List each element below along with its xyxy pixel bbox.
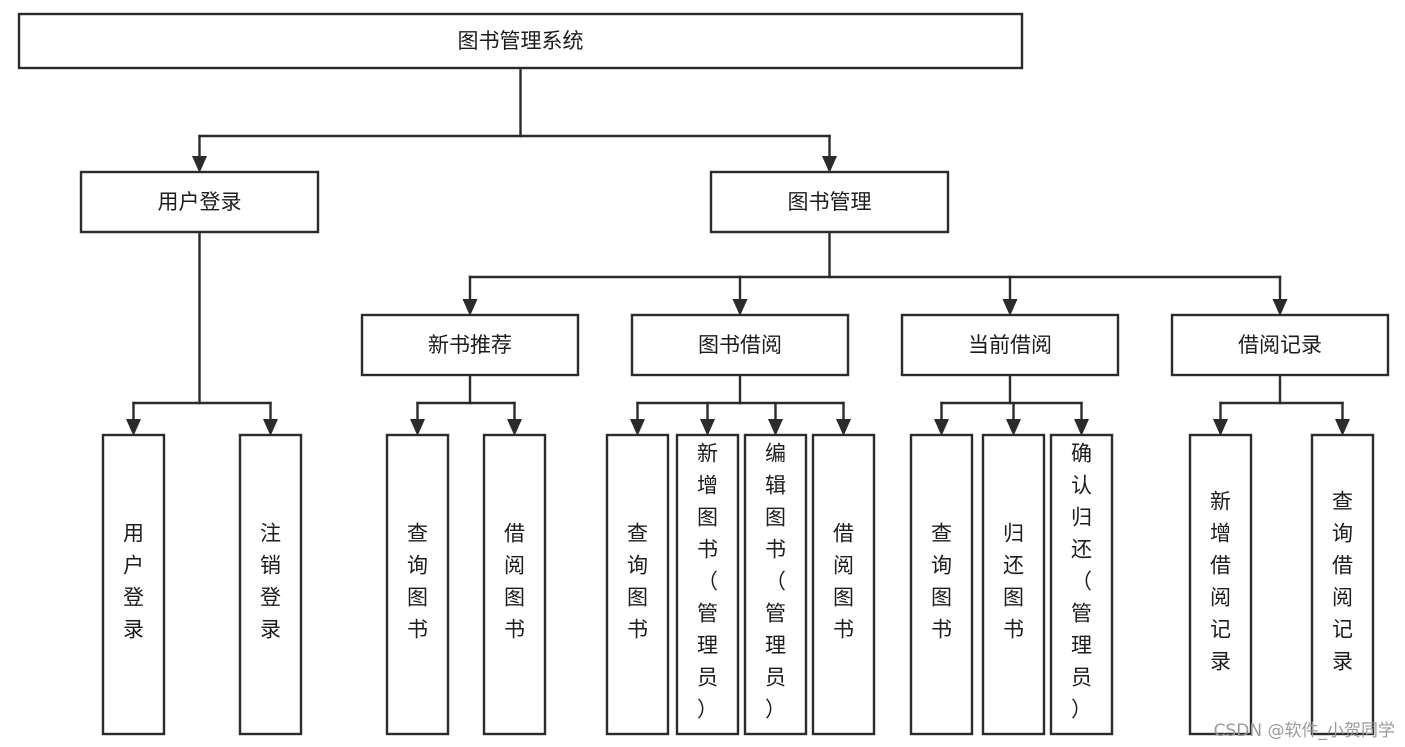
node-leaf-confirm-return-label: 确认归还（管理员）: [1071, 442, 1092, 722]
arrow-head-icon: [1272, 299, 1288, 316]
node-current-borrow-label: 当前借阅: [968, 333, 1052, 357]
node-leaf-return-book-box: [981, 433, 1046, 736]
node-user-login[interactable]: 用户登录: [79, 170, 320, 234]
node-leaf-logout-box: [238, 433, 303, 736]
node-leaf-confirm-return[interactable]: 确认归还（管理员）: [1049, 433, 1114, 736]
node-leaf-add-book-label: 新增图书（管理员）: [697, 442, 718, 722]
node-leaf-borrow-book-label: 借阅图书: [833, 522, 854, 642]
edge-recommend-to-leaves: [410, 373, 522, 436]
arrow-head-icon: [768, 419, 783, 436]
node-current-borrow[interactable]: 当前借阅: [900, 313, 1120, 377]
node-book-manage-label: 图书管理: [788, 190, 872, 214]
node-user-login-box: [79, 170, 320, 234]
arrow-head-icon: [1074, 419, 1089, 436]
node-leaf-logout[interactable]: 注销登录: [238, 433, 303, 736]
arrow-head-icon: [630, 419, 645, 436]
arrow-head-icon: [1002, 299, 1018, 316]
arrow-head-icon: [126, 419, 141, 436]
node-leaf-user-login-label: 用户登录: [123, 522, 144, 642]
node-leaf-query-book-rec-box: [385, 433, 450, 736]
node-book-borrow[interactable]: 图书借阅: [630, 313, 850, 377]
node-leaf-query-record-label: 查询借阅记录: [1332, 490, 1353, 674]
node-root-label: 图书管理系统: [458, 29, 584, 53]
arrow-head-icon: [934, 419, 949, 436]
arrow-head-icon: [410, 419, 425, 436]
arrow-head-icon: [700, 419, 715, 436]
edges-layer: [126, 66, 1350, 436]
node-leaf-return-book[interactable]: 归还图书: [981, 433, 1046, 736]
arrow-head-icon: [732, 299, 748, 316]
arrow-head-icon: [192, 156, 207, 173]
node-leaf-edit-book[interactable]: 编辑图书（管理员）: [743, 433, 808, 736]
node-book-borrow-label: 图书借阅: [698, 333, 782, 357]
node-leaf-query-book-rec[interactable]: 查询图书: [385, 433, 450, 736]
arrow-head-icon: [1335, 419, 1350, 436]
arrow-head-icon: [822, 156, 837, 173]
node-leaf-query-book-cur[interactable]: 查询图书: [909, 433, 974, 736]
node-borrow-record-label: 借阅记录: [1238, 333, 1322, 357]
edge-current-to-leaves: [934, 373, 1089, 436]
arrow-head-icon: [507, 419, 522, 436]
edge-userlogin-to-leaves: [126, 230, 278, 436]
node-leaf-borrow-book-rec-box: [482, 433, 547, 736]
arrow-head-icon: [263, 419, 278, 436]
node-new-book-recommend-label: 新书推荐: [428, 333, 512, 357]
node-leaf-add-book[interactable]: 新增图书（管理员）: [675, 433, 740, 736]
node-leaf-query-record-box: [1310, 433, 1375, 736]
node-leaf-borrow-book-box: [811, 433, 876, 736]
edge-bookmanage-to-level3: [462, 230, 1288, 316]
edge-record-to-leaves: [1213, 373, 1350, 436]
node-leaf-confirm-return-box: [1049, 433, 1114, 736]
node-root[interactable]: 图书管理系统: [17, 12, 1024, 70]
node-user-login-label: 用户登录: [158, 190, 242, 214]
node-borrow-record[interactable]: 借阅记录: [1170, 313, 1390, 377]
edge-borrow-to-leaves: [630, 373, 851, 436]
node-leaf-user-login-box: [101, 433, 166, 736]
node-leaf-edit-book-box: [743, 433, 808, 736]
arrow-head-icon: [1006, 419, 1021, 436]
node-leaf-edit-book-label: 编辑图书（管理员）: [765, 442, 786, 722]
node-leaf-query-book-cur-label: 查询图书: [931, 522, 952, 642]
node-new-book-recommend[interactable]: 新书推荐: [360, 313, 580, 377]
node-root-box: [17, 12, 1024, 70]
node-leaf-query-record[interactable]: 查询借阅记录: [1310, 433, 1375, 736]
node-leaf-query-book-borrow-label: 查询图书: [627, 522, 648, 642]
node-leaf-logout-label: 注销登录: [260, 522, 281, 642]
node-book-borrow-box: [630, 313, 850, 377]
node-borrow-record-box: [1170, 313, 1390, 377]
node-leaf-borrow-book-rec[interactable]: 借阅图书: [482, 433, 547, 736]
node-leaf-query-book-borrow[interactable]: 查询图书: [605, 433, 670, 736]
node-book-manage[interactable]: 图书管理: [709, 170, 950, 234]
arrow-head-icon: [1213, 419, 1228, 436]
node-current-borrow-box: [900, 313, 1120, 377]
arrow-head-icon: [462, 299, 478, 316]
node-leaf-borrow-book[interactable]: 借阅图书: [811, 433, 876, 736]
arrow-head-icon: [836, 419, 851, 436]
node-leaf-add-record-label: 新增借阅记录: [1210, 490, 1231, 674]
node-leaf-add-book-box: [675, 433, 740, 736]
node-new-book-recommend-box: [360, 313, 580, 377]
node-leaf-add-record-box: [1188, 433, 1253, 736]
node-leaf-return-book-label: 归还图书: [1003, 522, 1024, 642]
node-leaf-user-login[interactable]: 用户登录: [101, 433, 166, 736]
csdn-watermark: CSDN @软件_小贺同学: [1213, 721, 1395, 741]
node-leaf-query-book-rec-label: 查询图书: [407, 522, 428, 642]
node-book-manage-box: [709, 170, 950, 234]
node-leaf-add-record[interactable]: 新增借阅记录: [1188, 433, 1253, 736]
node-leaf-query-book-borrow-box: [605, 433, 670, 736]
edge-root-to-level2: [192, 66, 837, 173]
nodes-layer: 图书管理系统用户登录图书管理新书推荐图书借阅当前借阅借阅记录用户登录注销登录查询…: [17, 12, 1390, 736]
node-leaf-query-book-cur-box: [909, 433, 974, 736]
node-leaf-borrow-book-rec-label: 借阅图书: [504, 522, 525, 642]
